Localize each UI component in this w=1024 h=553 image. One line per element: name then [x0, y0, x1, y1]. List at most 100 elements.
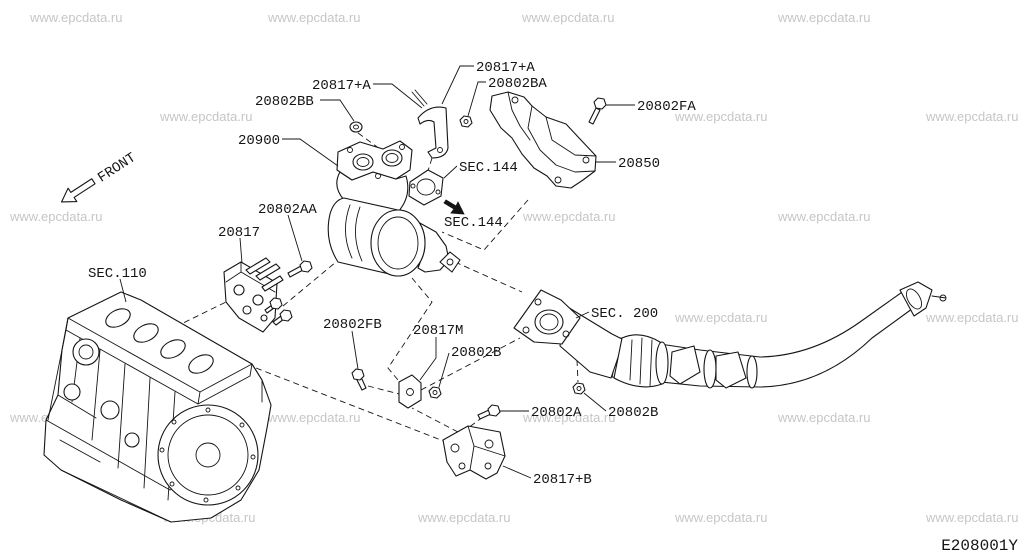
pipe-clamp-ring: [655, 341, 669, 385]
exhaust-manifold-catalyst-20900: [327, 140, 461, 277]
strap-body: [417, 106, 449, 159]
heat-shield-ribs: [345, 204, 363, 262]
cylinder-bore: [133, 323, 159, 343]
engine-deck-edges: [47, 317, 253, 421]
bolt-shaft: [588, 107, 601, 125]
bracket-20817-b-plate: [442, 425, 506, 480]
leader-line: [467, 81, 486, 117]
assembly-line: [454, 261, 523, 293]
callout-20817m: 20817M: [413, 323, 463, 339]
bolt-head: [487, 404, 501, 417]
assembly-line: [441, 199, 529, 251]
heat-shield-holes: [511, 96, 590, 184]
bolt-20802fb: [351, 368, 367, 391]
watermark: www.epcdata.ru: [777, 10, 871, 25]
callout-20802bb: 20802BB: [255, 94, 314, 110]
pipe-outlet-bolt: [931, 294, 947, 302]
assembly-line: [282, 261, 337, 307]
watermark: www.epcdata.ru: [925, 510, 1019, 525]
gasket-plate: [408, 169, 444, 206]
assembly-line: [427, 157, 433, 172]
washer: [349, 121, 363, 133]
callout-20802ba: 20802BA: [488, 76, 547, 92]
nut: [459, 115, 473, 128]
bolt-head: [279, 309, 293, 322]
watermark-layer: www.epcdata.ru www.epcdata.ru www.epcdat…: [9, 10, 1019, 525]
watermark: www.epcdata.ru: [521, 10, 615, 25]
bracket-hole: [252, 294, 264, 306]
front-exhaust-pipe: [513, 281, 947, 389]
cylinder-bore: [160, 339, 186, 359]
washer-20802bb: [349, 121, 363, 133]
bracket-hole: [233, 284, 245, 296]
front-arrow-icon: [60, 178, 96, 203]
assembly-line: [387, 277, 433, 381]
bracket-holes: [450, 439, 494, 470]
assembly-line: [255, 367, 447, 443]
leader-line: [502, 465, 532, 479]
converter-end-face-inner: [377, 216, 419, 270]
callout-20817: 20817: [218, 225, 260, 241]
washer-hole: [353, 124, 359, 130]
heat-shield-folds: [507, 91, 597, 173]
callout-20802fb: 20802FB: [323, 317, 382, 333]
leader-line: [282, 138, 339, 167]
outlet-flange-hole: [446, 258, 454, 266]
bracket-20817-edge: [225, 261, 276, 293]
pipe-outlet-flange: [899, 281, 933, 317]
leader-line: [287, 214, 303, 262]
exhaust-port: [381, 149, 403, 167]
leader-line: [443, 165, 458, 179]
callout-sec-144-upper: SEC.144: [459, 160, 518, 176]
callout-sec-144-lower: SEC.144: [444, 215, 503, 231]
nut-20802ba: [459, 115, 473, 128]
nut-20802b-lower: [572, 382, 586, 395]
nut-hole: [432, 390, 438, 395]
leader-line: [239, 237, 243, 264]
watermark: www.epcdata.ru: [674, 510, 768, 525]
leader-line: [320, 99, 355, 122]
assembly-line: [367, 385, 400, 395]
bracket-hole: [260, 314, 268, 322]
watermark: www.epcdata.ru: [9, 209, 103, 224]
callout-sec-200: SEC. 200: [591, 306, 658, 322]
callout-20802b-lower: 20802B: [608, 405, 658, 421]
callout-20817-a-right: 20817+A: [476, 60, 535, 76]
bolt-20802a: [477, 404, 501, 420]
leader-line: [441, 65, 474, 105]
bracket-20817-b: [442, 425, 506, 480]
pre-muffler: [613, 334, 663, 388]
pipe-inlet-opening-inner: [539, 313, 559, 331]
bracket-20817m-plate: [398, 374, 422, 409]
engine-boss: [124, 432, 140, 448]
watermark: www.epcdata.ru: [159, 109, 253, 124]
watermark: www.epcdata.ru: [267, 10, 361, 25]
watermark: www.epcdata.ru: [925, 310, 1019, 325]
flywheel-housing: [157, 404, 259, 506]
strap-hole: [437, 147, 443, 153]
cylinder-bore: [105, 308, 131, 328]
flex-joint-lines: [629, 337, 653, 387]
watermark: www.epcdata.ru: [777, 209, 871, 224]
leader-line: [583, 392, 607, 412]
crankshaft-end: [195, 442, 221, 468]
front-label: FRONT: [95, 150, 139, 186]
heat-shield-20850: [489, 91, 597, 189]
outlet-flange: [439, 251, 461, 273]
assembly-line: [576, 359, 579, 383]
pipe-outlet-opening: [905, 288, 923, 310]
callout-20802fa: 20802FA: [637, 99, 696, 115]
nut: [572, 382, 586, 395]
bolt-20802fa: [588, 97, 607, 125]
engine-block: [43, 291, 272, 523]
nut-hole: [463, 119, 469, 124]
bolt-head: [299, 260, 313, 273]
bolt-head: [351, 368, 365, 381]
callout-sec-110: SEC.110: [88, 266, 147, 282]
flywheel-bolt-holes: [159, 407, 256, 503]
bolt-head: [593, 97, 607, 110]
assembly-line: [357, 132, 385, 153]
callout-20802b-upper: 20802B: [451, 345, 501, 361]
bolt-head: [269, 297, 283, 310]
watermark: www.epcdata.ru: [674, 310, 768, 325]
